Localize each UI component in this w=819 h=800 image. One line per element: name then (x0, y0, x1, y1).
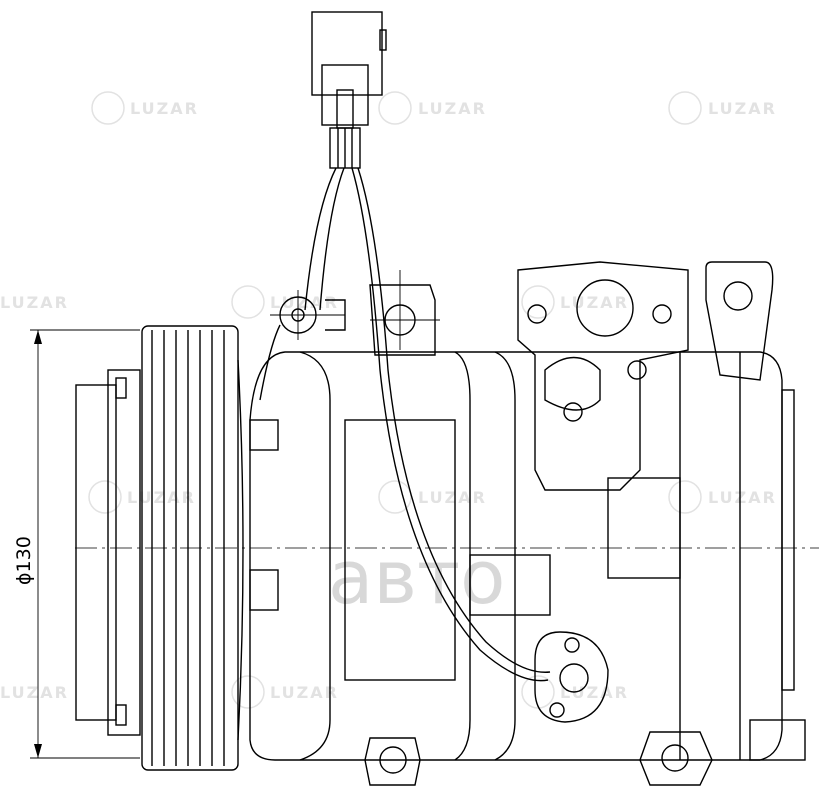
watermark-logo: LUZAR (668, 480, 777, 514)
svg-text:LUZAR: LUZAR (708, 488, 777, 507)
watermark-logo: LUZAR (231, 675, 339, 709)
svg-text:LUZAR: LUZAR (708, 99, 777, 118)
svg-text:LUZAR: LUZAR (270, 683, 339, 702)
compressor-body (249, 261, 806, 786)
wire-harness (259, 167, 551, 682)
svg-text:LUZAR: LUZAR (560, 683, 629, 702)
pulley (141, 325, 244, 771)
diameter-dimension: ϕ130 (13, 329, 140, 759)
svg-text:LUZAR: LUZAR (560, 293, 629, 312)
watermark-logo: LUZAR (0, 683, 69, 702)
watermark-logo: LUZAR (378, 480, 487, 514)
svg-text:LUZAR: LUZAR (0, 293, 69, 312)
watermark-logo: LUZAR (91, 91, 199, 125)
watermark-logo: LUZAR (88, 480, 196, 514)
svg-text:LUZAR: LUZAR (0, 683, 69, 702)
watermark-logo: LUZAR (521, 285, 629, 319)
watermark-logo: LUZAR (521, 675, 629, 709)
watermark-logo: LUZAR (668, 91, 777, 125)
watermark-logo: LUZAR (0, 293, 69, 312)
svg-text:LUZAR: LUZAR (418, 99, 487, 118)
watermark-center: авто (328, 535, 505, 621)
diameter-label: ϕ130 (13, 536, 35, 585)
watermark-logo: LUZAR (378, 91, 487, 125)
clutch-plate (75, 369, 141, 736)
svg-text:LUZAR: LUZAR (130, 99, 199, 118)
svg-text:LUZAR: LUZAR (127, 488, 196, 507)
svg-text:LUZAR: LUZAR (418, 488, 487, 507)
electrical-connector (311, 11, 387, 169)
